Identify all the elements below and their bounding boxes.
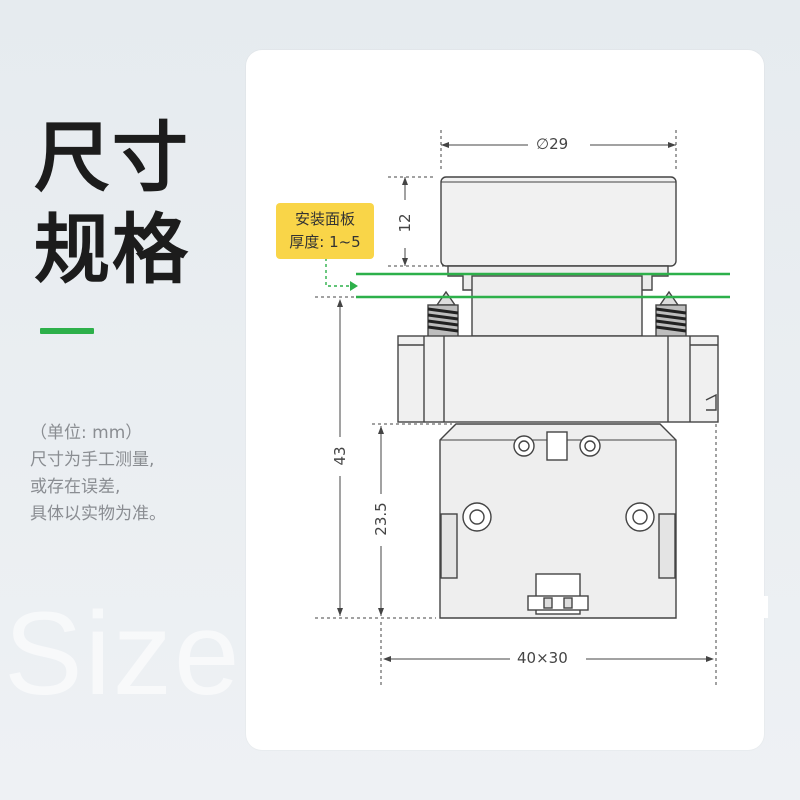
button-cap xyxy=(440,176,677,267)
page-title: 尺寸 规格 xyxy=(34,112,190,296)
note-line-2: 尺寸为手工测量, xyxy=(30,450,155,470)
note-line-3: 或存在误差, xyxy=(30,477,121,497)
mounting-collar xyxy=(397,335,719,423)
title-line-2: 规格 xyxy=(34,205,190,294)
button-neck xyxy=(471,275,643,337)
right-screw xyxy=(655,290,687,338)
note-line-1: （单位: mm） xyxy=(30,423,143,443)
title-line-1: 尺寸 xyxy=(34,113,190,202)
panel-label-line-2: 厚度: 1~5 xyxy=(289,233,361,251)
measurement-note: （单位: mm） 尺寸为手工测量, 或存在误差, 具体以实物为准。 xyxy=(30,420,166,528)
accent-bar xyxy=(40,328,94,334)
note-line-4: 具体以实物为准。 xyxy=(30,504,166,524)
dimension-cap-height: 12 xyxy=(396,213,414,233)
panel-label-line-1: 安装面板 xyxy=(294,210,355,228)
left-screw xyxy=(427,290,459,338)
dimension-footprint: 40×30 xyxy=(517,649,568,667)
dimension-diameter: ∅29 xyxy=(536,135,569,153)
card-edge-tab xyxy=(762,596,768,618)
panel-thickness-lines xyxy=(356,272,730,299)
dimension-body-height: 23.5 xyxy=(372,502,390,536)
dimension-total-height: 43 xyxy=(331,446,349,466)
size-watermark: Size xyxy=(4,588,242,720)
panel-thickness-label: 安装面板 厚度: 1~5 xyxy=(276,203,374,259)
